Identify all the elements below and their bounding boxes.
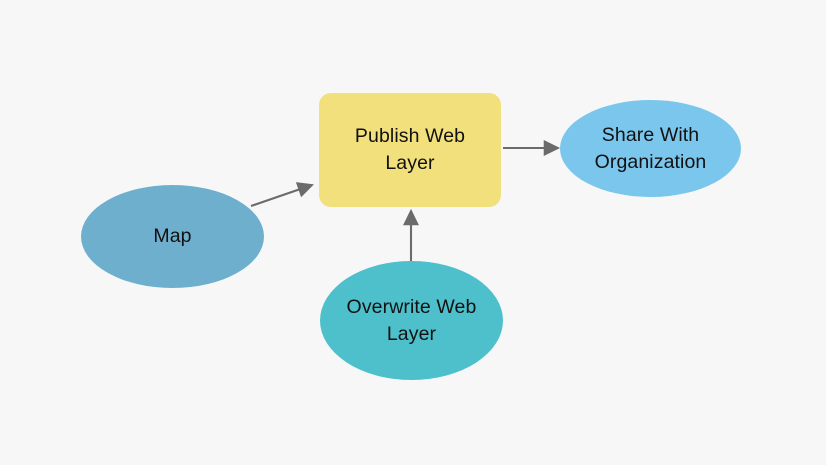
node-overwrite-web-layer[interactable]: Overwrite Web Layer (320, 261, 503, 380)
node-publish-web-layer[interactable]: Publish Web Layer (319, 93, 501, 207)
node-share-with-organization-label: Share With Organization (594, 123, 707, 173)
node-map-label: Map (153, 225, 192, 248)
node-map[interactable]: Map (81, 185, 264, 288)
node-overwrite-web-layer-label: Overwrite Web Layer (346, 295, 477, 345)
node-share-with-organization[interactable]: Share With Organization (560, 100, 741, 197)
edge-map-to-publish (250, 182, 314, 207)
node-publish-web-layer-label: Publish Web Layer (354, 125, 466, 174)
